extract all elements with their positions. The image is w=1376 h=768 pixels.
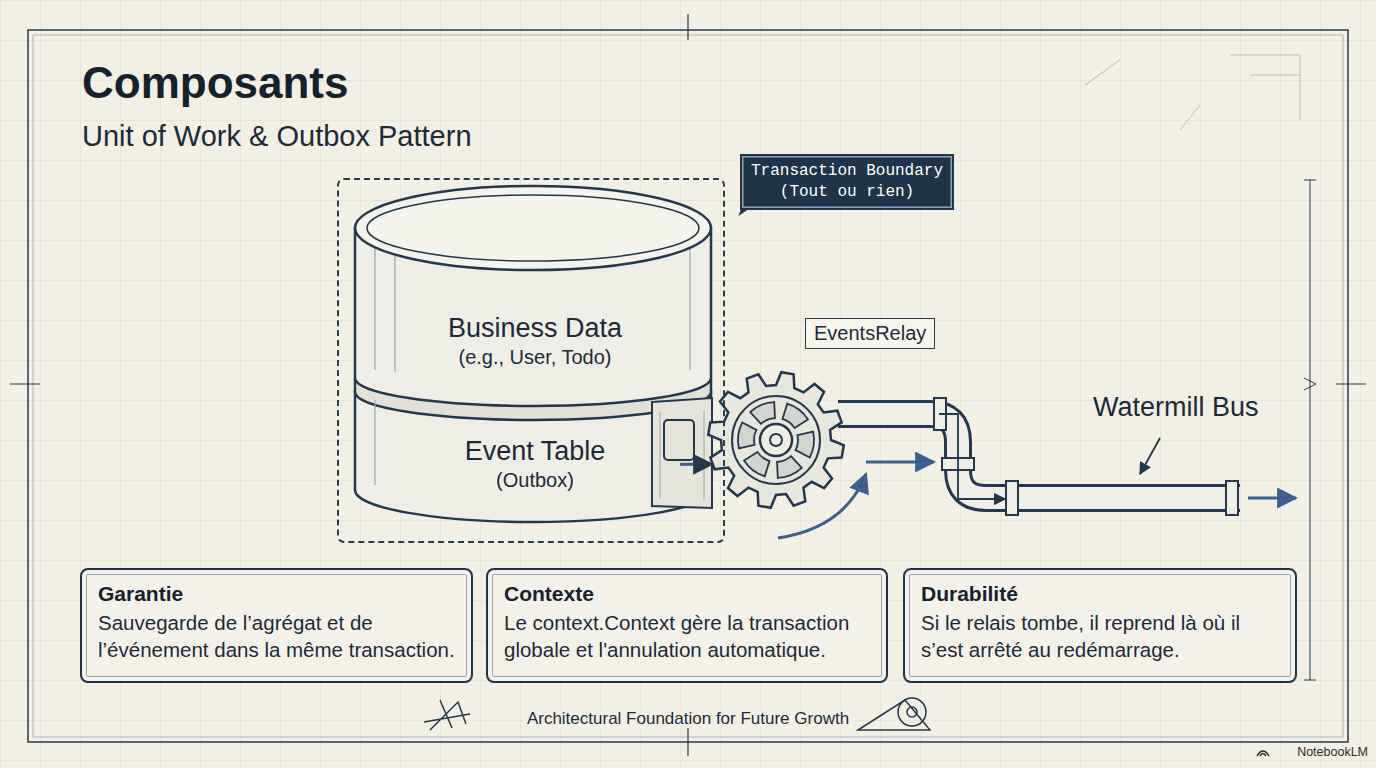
card-heading: Contexte (504, 582, 872, 606)
drawing-path (1257, 751, 1269, 756)
callout-label: Transaction Boundary (Tout ou rien) (740, 154, 954, 210)
drawing-path (744, 452, 769, 476)
segment-title: Business Data (448, 313, 622, 344)
drawing-path (652, 398, 712, 508)
segment-subtitle: (Outbox) (496, 469, 574, 492)
drawing-path (866, 461, 934, 464)
drawing-rect (1226, 481, 1238, 515)
diagram-title: Composants (82, 58, 348, 108)
component-label: Watermill Bus (1093, 392, 1259, 423)
card-heading: Garantie (98, 582, 457, 606)
flow-connector (680, 463, 712, 466)
drawing-g (708, 372, 844, 508)
drawing-path (424, 700, 470, 730)
segment-subtitle: (e.g., User, Todo) (458, 346, 611, 369)
cylinder-segment: Event Table(Outbox) (390, 424, 680, 504)
footer-banner: Architectural Foundation for Future Grow… (0, 709, 1376, 729)
drawing-path (778, 474, 866, 538)
drawing-ellipse (355, 186, 711, 270)
drawing-path (660, 410, 704, 500)
info-card: Durabilité Si le relais tombe, il reprend… (903, 568, 1297, 683)
component-label: EventsRelay (805, 318, 935, 349)
card-body: Sauvegarde de l’agrégat et de l’événemen… (98, 610, 457, 663)
transaction-boundary: Transaction Boundary (Tout ou rien)Busin… (337, 178, 725, 543)
card-body: Le context.Context gère la transaction g… (504, 610, 872, 663)
gear-relay: EventsRelay (712, 376, 939, 504)
drawing-circle (732, 396, 820, 484)
footer-text: Architectural Foundation for Future Grow… (523, 709, 853, 728)
cylinder-segment: Business Data(e.g., User, Todo) (390, 302, 680, 380)
drawing-path (375, 240, 690, 485)
card-body: Si le relais tombe, il reprend là où il … (921, 610, 1281, 663)
drawing-path (1304, 180, 1316, 680)
pipe-bus: Watermill Bus (1005, 480, 1263, 518)
drawing-path (1085, 55, 1300, 130)
drawing-path (858, 700, 930, 730)
flow-connector (939, 414, 1005, 499)
drawing-path (10, 14, 1366, 756)
drawing-circle (770, 434, 782, 446)
info-card: GarantieSauvegarde de l’agrégat et de l’… (80, 568, 473, 683)
drawing-rect (664, 420, 694, 460)
info-card: Contexte Le context.Context gère la trans… (486, 568, 888, 683)
diagram-subtitle: Unit of Work & Outbox Pattern (82, 120, 472, 153)
drawing-path (1140, 438, 1160, 474)
drawing-path (1248, 497, 1296, 500)
drawing-circle (760, 424, 792, 456)
drawing-path (796, 432, 814, 458)
drawing-path (838, 414, 1240, 498)
drawing-path (777, 456, 802, 478)
drawing-ellipse (367, 195, 699, 261)
card-heading: Durabilité (921, 582, 1281, 606)
drawing-path (783, 404, 808, 428)
drawing-rect (33, 35, 1343, 737)
watermark: NotebookLM (1297, 745, 1368, 759)
drawing-path (708, 372, 844, 508)
drawing-path (838, 414, 1240, 498)
segment-title: Event Table (465, 436, 606, 467)
drawing-path (738, 423, 756, 449)
drawing-rect (1006, 481, 1018, 515)
drawing-circle (907, 707, 917, 717)
drawing-rect (28, 30, 1348, 742)
drawing-path (750, 402, 775, 424)
drawing-circle (898, 698, 926, 726)
